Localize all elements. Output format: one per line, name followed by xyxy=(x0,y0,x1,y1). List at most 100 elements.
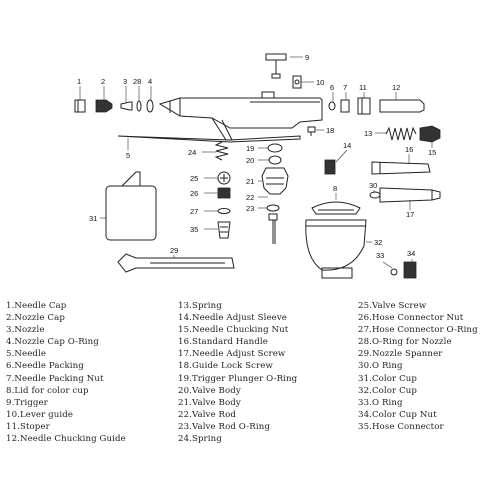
legend-item: 22.Valve Rod xyxy=(178,409,236,420)
legend-item: 18.Guide Lock Screw xyxy=(178,361,273,372)
legend-item: 7.Needle Packing Nut xyxy=(6,373,104,384)
callout-9: 9 xyxy=(305,53,309,62)
stoper-part xyxy=(357,97,371,115)
nozzle-oring-part xyxy=(136,100,142,112)
callout-11: 11 xyxy=(359,83,367,92)
hose-connector-oring-part xyxy=(217,208,231,214)
standard-handle-part xyxy=(371,161,431,175)
needle-chucking-nut-part xyxy=(419,125,441,143)
legend-column-2: 13.Spring 14.Needle Adjust Sleeve 15.Nee… xyxy=(178,300,297,445)
callout-30: 30 xyxy=(369,181,377,190)
needle-adjust-screw-part xyxy=(379,187,441,203)
exploded-diagram: 1 2 3 28 4 5 6 7 8 9 10 11 12 13 14 15 1… xyxy=(74,53,441,279)
callout-28: 28 xyxy=(133,77,141,86)
legend-item: 30.O Ring xyxy=(358,361,403,372)
legend-item: 2.Nozzle Cap xyxy=(6,313,65,324)
trigger-plunger-oring-part xyxy=(267,143,283,153)
valve-rod-oring-part xyxy=(266,204,280,212)
legend-item: 33.O Ring xyxy=(358,397,403,408)
legend-item: 24.Spring xyxy=(178,434,222,445)
callout-33: 33 xyxy=(376,251,384,260)
spring-24-part xyxy=(214,141,229,161)
legend-item: 4.Nozzle Cap O-Ring xyxy=(6,337,99,348)
callout-10: 10 xyxy=(316,78,324,87)
callout-13: 13 xyxy=(364,129,372,138)
legend-item: 6.Needle Packing xyxy=(6,361,84,372)
legend-item: 3.Nozzle xyxy=(6,325,45,336)
callout-17: 17 xyxy=(406,210,414,219)
oring-33-part xyxy=(390,268,398,276)
callout-4: 4 xyxy=(148,77,152,86)
needle-packing-part xyxy=(328,101,336,111)
legend-item: 10.Lever guide xyxy=(6,409,74,420)
color-cup-lid-part xyxy=(311,201,361,215)
trigger-part xyxy=(265,53,287,79)
callout-23: 23 xyxy=(246,204,254,213)
callout-1: 1 xyxy=(77,77,81,86)
parts-legend: 1.Needle Cap 2.Nozzle Cap 3.Nozzle 4.Noz… xyxy=(0,300,500,500)
color-cup-nut-part xyxy=(403,261,417,279)
legend-item: 34.Color Cup Nut xyxy=(358,409,437,420)
legend-item: 13.Spring xyxy=(178,301,222,311)
spring-part xyxy=(385,126,417,141)
valve-rod-part xyxy=(268,213,278,244)
legend-item: 26.Hose Connector Nut xyxy=(358,313,464,324)
legend-item: 5.Needle xyxy=(6,349,47,360)
callout-25: 25 xyxy=(190,174,198,183)
airbrush-body xyxy=(158,91,323,141)
legend-item: 23.Valve Rod O-Ring xyxy=(178,421,270,432)
callout-22: 22 xyxy=(246,193,254,202)
needle-chucking-guide-part xyxy=(379,99,425,113)
legend-item: 14.Needle Adjust Sleeve xyxy=(178,313,287,324)
needle-adjust-sleeve-part xyxy=(324,159,336,175)
callout-14: 14 xyxy=(343,141,351,150)
legend-item: 19.Trigger Plunger O-Ring xyxy=(178,373,298,384)
callout-2: 2 xyxy=(101,77,105,86)
legend-item: 28.O-Ring for Nozzle xyxy=(358,337,452,348)
hose-connector-nut-part xyxy=(217,187,231,199)
legend-item: 15.Needle Chucking Nut xyxy=(178,325,289,336)
callout-24: 24 xyxy=(188,148,196,157)
callout-32: 32 xyxy=(374,238,382,247)
legend-item: 32.Color Cup xyxy=(358,385,417,396)
legend-item: 29.Nozzle Spanner xyxy=(358,349,443,360)
callout-26: 26 xyxy=(190,189,198,198)
callout-31: 31 xyxy=(89,214,97,223)
hose-connector-part xyxy=(217,221,231,239)
nozzle-cap-oring-part xyxy=(146,99,154,113)
legend-item: 12.Needle Chucking Guide xyxy=(6,434,126,445)
legend-item: 20.Valve Body xyxy=(178,385,241,396)
nozzle-spanner-part xyxy=(117,253,235,273)
legend-item: 16.Standard Handle xyxy=(178,337,268,348)
callout-12: 12 xyxy=(392,83,400,92)
legend-column-1: 1.Needle Cap 2.Nozzle Cap 3.Nozzle 4.Noz… xyxy=(6,300,126,445)
color-cup-32-part xyxy=(305,219,367,279)
needle-cap-part xyxy=(74,99,86,113)
nozzle-cap-part xyxy=(95,99,113,113)
callout-6: 6 xyxy=(330,83,334,92)
callout-35: 35 xyxy=(190,225,198,234)
legend-item: 31.Color Cup xyxy=(358,373,417,384)
legend-item: 25.Valve Screw xyxy=(358,301,427,311)
color-cup-31-part xyxy=(105,171,157,241)
callout-29: 29 xyxy=(170,246,178,255)
legend-item: 8.Lid for color cup xyxy=(6,385,89,396)
callout-3: 3 xyxy=(123,77,127,86)
callout-labels: 1 2 3 28 4 5 6 7 8 9 10 11 12 13 14 15 1… xyxy=(77,53,436,260)
oring-30-part xyxy=(369,191,381,199)
callout-16: 16 xyxy=(405,145,413,154)
callout-20: 20 xyxy=(246,156,254,165)
legend-item: 21.Valve Body xyxy=(178,397,241,408)
legend-item: 35.Hose Connector xyxy=(358,421,444,432)
legend-item: 17.Needle Adjust Screw xyxy=(178,349,286,360)
callout-21: 21 xyxy=(246,177,254,186)
callout-34: 34 xyxy=(407,249,415,258)
legend-item: 27.Hose Connector O-Ring xyxy=(358,325,478,336)
callout-15: 15 xyxy=(428,148,436,157)
legend-item: 9.Trigger xyxy=(6,397,48,408)
legend-item: 11.Stoper xyxy=(6,421,50,432)
callout-27: 27 xyxy=(190,207,198,216)
leader-lines xyxy=(79,56,433,269)
callout-8: 8 xyxy=(333,184,337,193)
guide-lock-screw-part xyxy=(307,126,316,136)
